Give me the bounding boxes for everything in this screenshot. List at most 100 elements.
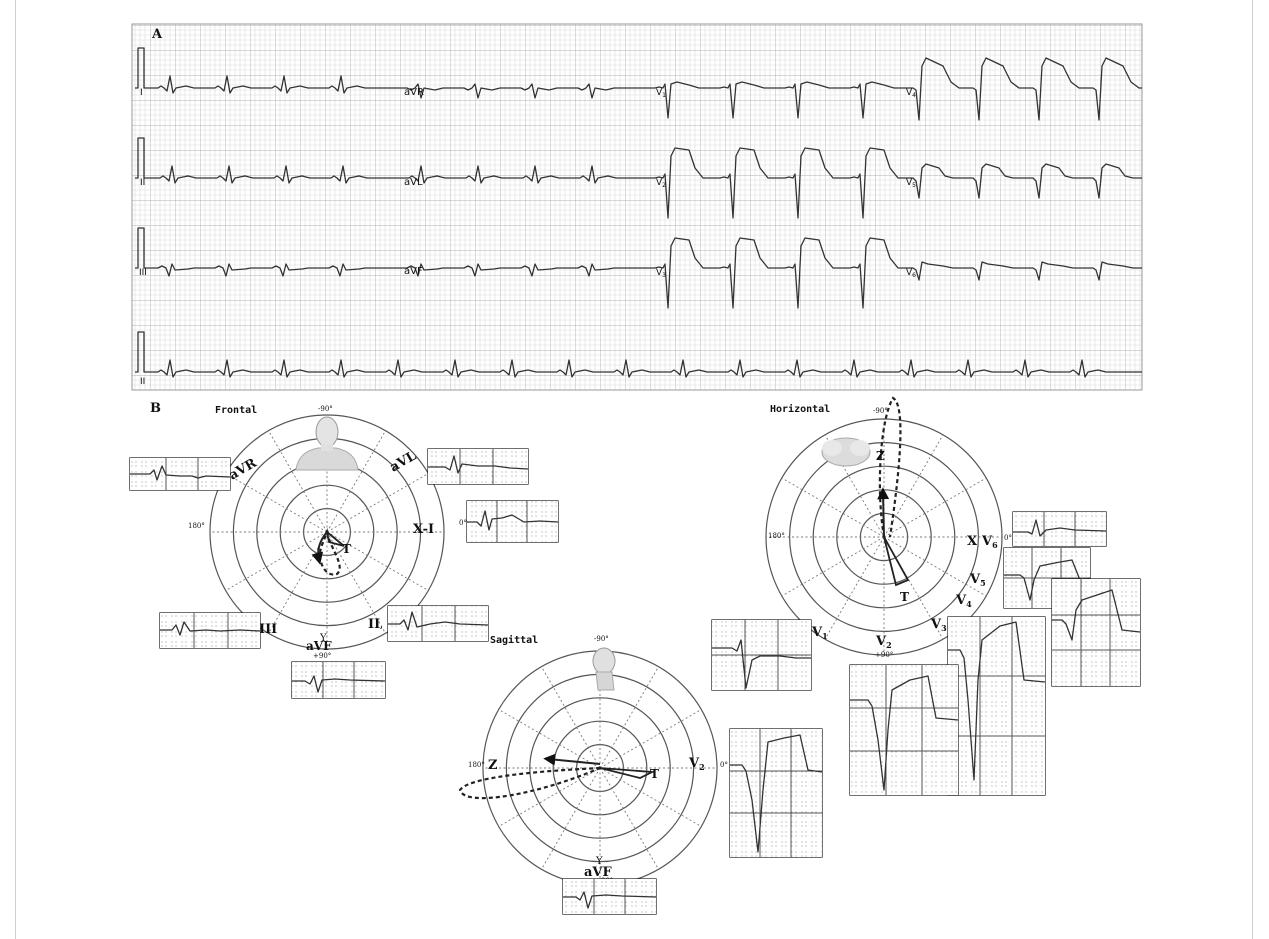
ecg-lead-trace <box>148 263 395 277</box>
horizontal-z-label: Z <box>876 449 885 463</box>
sagittal-avf-label: aVF <box>584 865 613 880</box>
calibration-pulse <box>135 137 148 179</box>
polar-spoke <box>541 767 601 870</box>
polar-spoke <box>599 666 659 769</box>
inset-v3 <box>947 616 1046 796</box>
frontal-avl-label: aVL <box>388 449 419 476</box>
polar-ring <box>529 697 671 839</box>
ecg-traces <box>135 47 1142 378</box>
frontal-bottom-angle: +90° <box>313 652 331 660</box>
ecg-lead-trace <box>395 83 645 99</box>
lead-label-rhythm-ii: II <box>140 377 145 387</box>
ecg-lead-trace <box>395 165 645 184</box>
frontal-qrs-loop <box>319 527 341 576</box>
lead-label-v3: V3 <box>656 268 666 279</box>
polar-spoke <box>883 477 987 538</box>
calibration-pulse <box>135 47 148 89</box>
inset-avr <box>129 457 231 491</box>
ecg-lead-trace <box>645 237 905 309</box>
lead-label-ii: II <box>140 178 145 188</box>
horizontal-x-label: X <box>967 534 978 549</box>
ecg-lead-trace <box>148 359 1142 378</box>
polar-ring <box>812 465 956 609</box>
horizontal-v1-label: V1 <box>811 625 828 641</box>
sagittal-plane: Sagittal -90° 180° +90° Z T V2 Y aVF 0° <box>458 634 823 915</box>
frontal-t-loop <box>325 529 345 547</box>
sagittal-y-label: Y <box>595 856 603 867</box>
lead-label-v1: V1 <box>656 88 666 99</box>
horizontal-v6-label: V6 <box>981 534 998 550</box>
inset-i-angle: 0° <box>459 519 467 527</box>
polar-spoke <box>824 536 885 640</box>
polar-spoke <box>599 767 702 827</box>
inset-v2-horizontal <box>849 664 959 796</box>
ecg-panel: A I II III II aVR aVL aVF V1 V2 V3 V4 V5… <box>131 23 1143 391</box>
torso-figure <box>295 416 359 471</box>
ecg-lead-trace <box>148 165 395 184</box>
horizontal-v4-label: V4 <box>955 593 972 609</box>
horizontal-top-angle: -90° <box>873 407 888 415</box>
lead-label-v2: V2 <box>656 178 666 189</box>
frontal-iii-label: III <box>259 622 277 637</box>
horizontal-title: Horizontal <box>770 403 830 415</box>
inset-v4 <box>1051 578 1141 687</box>
polar-spoke <box>326 473 429 533</box>
figure-frame <box>15 0 1253 939</box>
inset-avf-sagittal <box>562 878 657 915</box>
lead-label-avl: aVL <box>404 177 423 188</box>
inset-avf <box>291 661 386 699</box>
frontal-ii-label: II, <box>368 617 383 632</box>
lead-label-iii: III <box>139 268 147 278</box>
frontal-y-label: Y <box>319 633 327 644</box>
ecg-lead-trace <box>905 163 1142 199</box>
polar-spoke <box>225 531 328 591</box>
frontal-plane: Frontal -90° 180° +90° aVR aVL X-I III I… <box>129 405 559 699</box>
inset-v2-angle: 0° <box>720 761 728 769</box>
horizontal-t-label: T <box>900 590 909 604</box>
sagittal-left-angle: 180° <box>468 761 485 769</box>
frontal-top-angle: -90° <box>318 405 333 413</box>
frontal-title: Frontal <box>215 405 257 416</box>
frontal-t-label: T <box>342 542 351 556</box>
inset-avl <box>427 448 529 485</box>
polar-spoke <box>599 767 659 870</box>
ecg-lead-trace <box>645 147 905 219</box>
lead-label-v5: V5 <box>906 178 916 189</box>
polar-spoke <box>268 430 328 533</box>
calibration-pulse <box>135 331 148 373</box>
polar-spoke <box>225 473 328 533</box>
horizontal-polar-grid <box>765 418 1003 656</box>
sagittal-top-angle: -90° <box>594 635 609 643</box>
sagittal-t-loop <box>599 767 656 779</box>
polar-ring <box>209 414 445 650</box>
chest-figure <box>821 437 871 467</box>
lead-label-v6: V6 <box>906 268 916 279</box>
head-profile-figure <box>592 647 616 691</box>
ecg-lead-trace <box>905 57 1142 121</box>
inset-ii <box>387 605 489 642</box>
inset-v6-angle: 0° <box>1004 534 1012 542</box>
sagittal-v2-label: V2 <box>688 756 705 772</box>
polar-spoke <box>541 666 601 769</box>
ecg-lead-trace <box>395 263 645 277</box>
lead-label-avf: aVF <box>404 266 423 277</box>
ecg-lead-trace <box>905 261 1142 281</box>
horizontal-loop-arrow <box>877 487 890 538</box>
sagittal-t-label: T <box>650 767 659 781</box>
frontal-left-angle: 180° <box>188 522 205 530</box>
inset-v1 <box>711 619 812 691</box>
polar-spoke <box>498 709 601 769</box>
frontal-avr-label: aVR <box>227 456 260 484</box>
polar-spoke <box>781 536 885 597</box>
horizontal-bottom-angle: +90° <box>875 651 893 659</box>
inset-v2-sagittal: 0° <box>720 728 823 858</box>
polar-spoke <box>599 709 702 769</box>
polar-ring <box>788 442 979 633</box>
inset-v6: 0° <box>1004 511 1107 547</box>
polar-spoke <box>326 531 386 634</box>
polar-spoke <box>824 434 885 538</box>
inset-iii <box>159 612 261 649</box>
panel-b-label: B <box>150 401 161 416</box>
frontal-loop-arrow <box>311 531 328 565</box>
panel-a-label: A <box>151 27 163 42</box>
